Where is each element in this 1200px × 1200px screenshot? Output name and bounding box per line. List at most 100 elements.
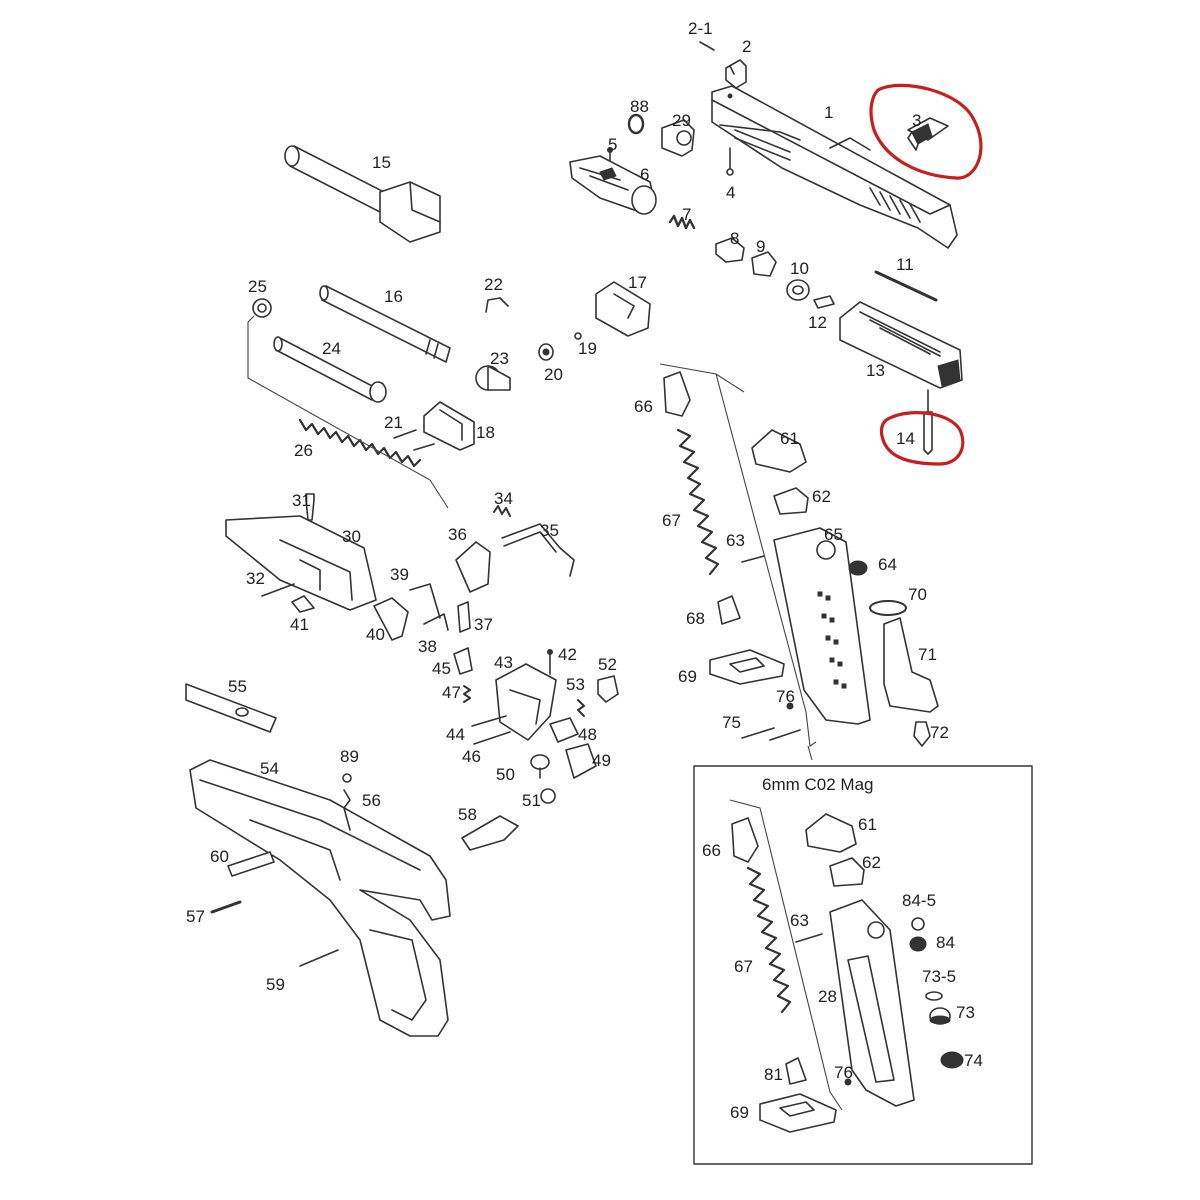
part-number-label-12: 12 [808, 313, 827, 332]
part-number-label-51: 51 [522, 791, 541, 810]
part-81 [785, 1057, 807, 1085]
part-front-sight [907, 117, 949, 151]
part-trigger-bar-35 [501, 523, 575, 577]
part-clip-22 [485, 297, 509, 313]
part-64 [848, 560, 868, 576]
part-51 [540, 788, 556, 804]
part-follower-66a [663, 371, 691, 417]
part-pin-59 [299, 949, 339, 967]
highlight-circle-front-sight [869, 83, 983, 180]
part-number-label-46: 46 [462, 747, 481, 766]
part-o-ring-88 [627, 113, 645, 135]
part-number-label-43: 43 [494, 653, 513, 672]
part-number-label-32: 32 [246, 569, 265, 588]
part-screw-5 [607, 147, 613, 169]
part-9 [751, 251, 777, 277]
part-slide [711, 85, 958, 249]
part-number-label-21: 21 [384, 413, 403, 432]
part-hopup-17 [595, 281, 651, 337]
part-number-label-72: 72 [930, 723, 949, 742]
part-follower-66b [731, 817, 759, 863]
part-number-label-22: 22 [484, 275, 503, 294]
part-68 [717, 595, 741, 625]
part-4 [726, 147, 734, 176]
part-number-label-67b: 67 [734, 957, 753, 976]
part-number-label-62a: 62 [812, 487, 831, 506]
part-number-label-50: 50 [496, 765, 515, 784]
part-number-label-61a: 61 [780, 429, 799, 448]
part-63b [795, 933, 823, 943]
part-50 [530, 754, 550, 779]
part-number-label-20: 20 [544, 365, 563, 384]
part-37 [457, 601, 471, 633]
part-61b [805, 813, 857, 853]
part-number-label-44: 44 [446, 725, 465, 744]
part-number-label-56: 56 [362, 791, 381, 810]
highlight-circle-screw-14 [879, 411, 965, 466]
part-number-label-42: 42 [558, 645, 577, 664]
part-number-label-1: 1 [824, 103, 833, 122]
part-baseplate-69a [709, 649, 785, 685]
part-number-label-48: 48 [578, 725, 597, 744]
part-74 [940, 1051, 964, 1069]
part-61a [751, 429, 807, 473]
part-number-label-2-1: 2-1 [688, 19, 713, 38]
part-number-label-30: 30 [342, 527, 361, 546]
part-number-label-89: 89 [340, 747, 359, 766]
part-number-label-17: 17 [628, 273, 647, 292]
part-number-label-76b: 76 [834, 1063, 853, 1082]
part-number-label-70: 70 [908, 585, 927, 604]
part-number-label-69a: 69 [678, 667, 697, 686]
part-number-label-31: 31 [292, 491, 311, 510]
part-8 [715, 237, 745, 263]
part-19 [574, 332, 582, 340]
part-number-label-13: 13 [866, 361, 885, 380]
part-pin-44 [471, 715, 507, 727]
part-73 [929, 1007, 951, 1025]
part-number-label-69b: 69 [730, 1103, 749, 1122]
part-spring-39 [409, 583, 441, 619]
inset-box [693, 765, 1033, 1165]
part-number-label-10: 10 [790, 259, 809, 278]
part-pin-32 [261, 583, 295, 597]
part-29 [661, 119, 695, 157]
part-number-label-67a: 67 [662, 511, 681, 530]
group-outline-magazine [659, 363, 817, 761]
part-baseplate-69b [759, 1093, 837, 1133]
part-number-label-28: 28 [818, 987, 837, 1006]
part-frame-54 [189, 759, 451, 1037]
part-number-label-65: 65 [824, 525, 843, 544]
part-spring-7 [668, 214, 696, 230]
part-number-label-52: 52 [598, 655, 617, 674]
part-recoil-spring-26 [298, 418, 422, 468]
part-number-label-5: 5 [608, 135, 617, 154]
part-pin-57 [210, 900, 242, 914]
part-number-label-60: 60 [210, 847, 229, 866]
part-rear-sight [725, 59, 747, 89]
part-number-label-41: 41 [290, 615, 309, 634]
part-inner-barrel-16 [319, 285, 451, 363]
part-spring-47 [463, 685, 471, 703]
part-number-label-74: 74 [964, 1051, 983, 1070]
part-spring-34 [493, 505, 511, 517]
part-number-label-9: 9 [756, 237, 765, 256]
part-rail-13 [839, 301, 963, 389]
part-84 [909, 936, 927, 952]
part-sight-pin [699, 41, 715, 51]
part-58 [461, 815, 519, 851]
part-number-label-11: 11 [896, 255, 914, 274]
part-number-label-25: 25 [248, 277, 267, 296]
part-number-label-55: 55 [228, 677, 247, 696]
part-spring-53 [577, 699, 585, 717]
part-number-label-14: 14 [896, 429, 915, 448]
part-number-label-34: 34 [494, 489, 513, 508]
part-number-label-7: 7 [682, 205, 691, 224]
part-pins-75 [741, 727, 801, 741]
part-number-label-66a: 66 [634, 397, 653, 416]
part-number-label-81: 81 [764, 1065, 783, 1084]
part-62b [829, 857, 865, 887]
part-number-label-39: 39 [390, 565, 409, 584]
part-76a [786, 702, 794, 710]
